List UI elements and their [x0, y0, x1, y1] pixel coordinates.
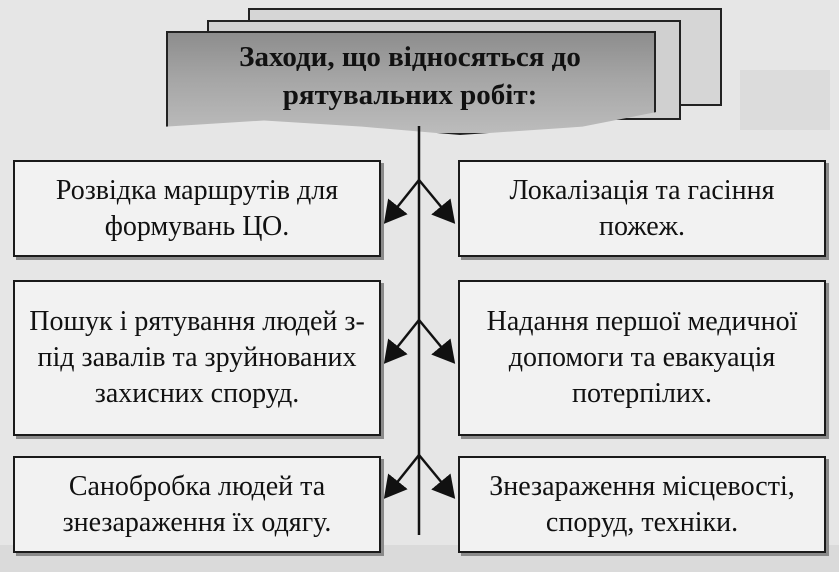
measure-box-left-1: Розвідка маршрутів для формувань ЦО.	[13, 160, 381, 257]
branch-arrows-row-2	[383, 319, 456, 364]
measure-box-left-3: Санобробка людей та знезараження їх одяг…	[13, 456, 381, 553]
diagram-title: Заходи, що відносяться до рятувальних ро…	[239, 41, 581, 111]
measure-box-right-3: Знезараження місцевості, споруд, техніки…	[458, 456, 826, 553]
branch-arrows-row-1	[383, 179, 456, 224]
branch-arrows-row-3	[383, 454, 456, 499]
measure-box-right-1: Локалізація та гасіння пожеж.	[458, 160, 826, 257]
measure-box-left-2: Пошук і рятування людей з-під завалів та…	[13, 280, 381, 436]
measure-box-right-2: Надання першої медичної допомоги та евак…	[458, 280, 826, 436]
